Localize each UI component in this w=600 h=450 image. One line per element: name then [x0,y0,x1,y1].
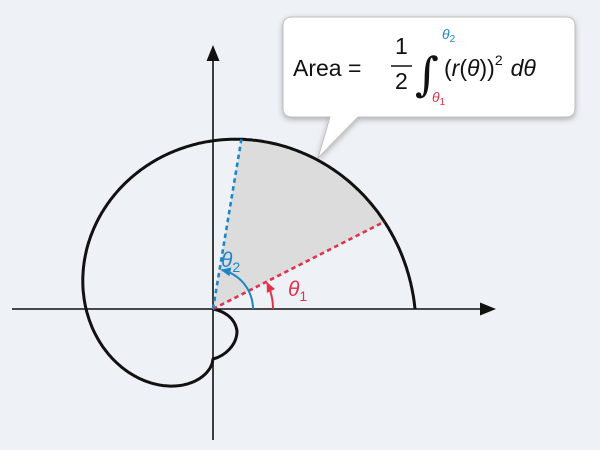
fraction-numerator: 1 [395,33,408,59]
arrowhead-up-icon [206,45,220,61]
callout-bubble [282,16,576,159]
upper-limit: θ2 [442,26,456,45]
theta1-arrowhead-icon [266,281,275,293]
formula-callout [282,16,576,159]
lower-limit: θ1 [432,89,446,108]
fraction-denominator: 2 [395,68,408,94]
shaded-area-region [213,139,385,309]
polar-curve [81,137,417,388]
theta1-ray [212,220,385,311]
integral-sign: ∫ [415,47,439,101]
theta2-label: θ2 [221,249,240,275]
formula-lhs: Area = [293,55,361,81]
theta2-arrowhead-icon [220,267,232,277]
arrowhead-right-icon [480,302,496,316]
theta1-label: θ1 [288,278,307,304]
